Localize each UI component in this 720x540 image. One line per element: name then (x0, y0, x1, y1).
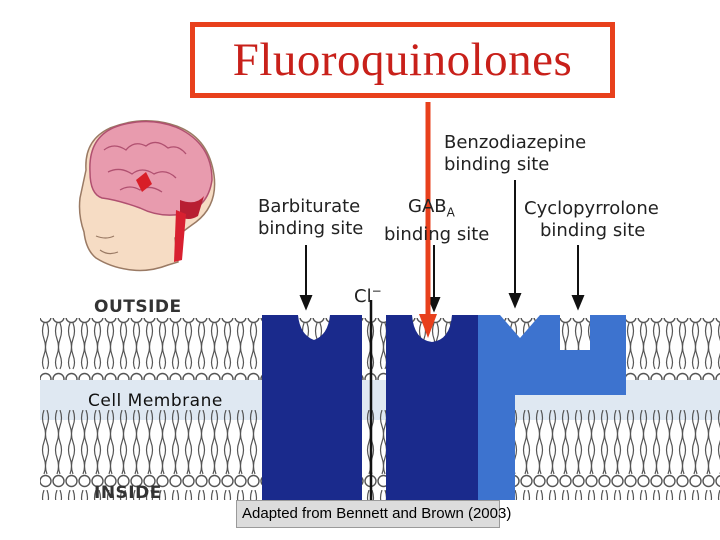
cyclopyrrolone-arrow (571, 245, 585, 311)
outside-label: OUTSIDE (94, 297, 182, 317)
fluoroquinolone-arrow (419, 102, 437, 338)
gaba-arrow (427, 245, 441, 313)
barbiturate-label-line2: binding site (258, 218, 364, 239)
receptor-left-subunit (262, 315, 362, 500)
caption-box (236, 500, 500, 528)
benzodiazepine-label-line1: Benzodiazepine (444, 132, 587, 153)
head-illustration (78, 120, 216, 272)
gaba-label: GABA binding site (384, 196, 489, 246)
receptor-center-subunit (386, 315, 478, 500)
benzodiazepine-label-line2: binding site (444, 154, 550, 175)
cell-membrane-label: Cell Membrane (88, 391, 223, 411)
receptor-right-subunit (478, 315, 626, 500)
title-box: Fluoroquinolones (190, 22, 615, 98)
caption-text: Adapted from Bennett and Brown (2003) (242, 505, 512, 522)
barbiturate-arrow (299, 245, 313, 311)
gaba-label-subscript: A (446, 205, 455, 220)
chloride-symbol: Cl (354, 286, 372, 307)
benzodiazepine-arrow (508, 180, 522, 309)
cyclopyrrolone-label-line1: Cyclopyrrolone (524, 198, 659, 219)
title-text: Fluoroquinolones (232, 34, 573, 86)
gaba-label-line2: binding site (384, 223, 490, 245)
chloride-charge: − (371, 284, 382, 298)
gaba-label-line1: GABA (384, 196, 489, 224)
gaba-label-main: GAB (408, 196, 447, 217)
chloride-label: Cl− (354, 280, 382, 308)
inside-label: INSIDE (94, 483, 162, 503)
barbiturate-label-line1: Barbiturate (258, 196, 361, 217)
cyclopyrrolone-label: Cyclopyrrolone binding site (524, 198, 659, 242)
barbiturate-label: Barbiturate binding site (258, 196, 363, 240)
cyclopyrrolone-label-line2: binding site (540, 220, 646, 241)
benzodiazepine-label: Benzodiazepine binding site (444, 132, 586, 176)
